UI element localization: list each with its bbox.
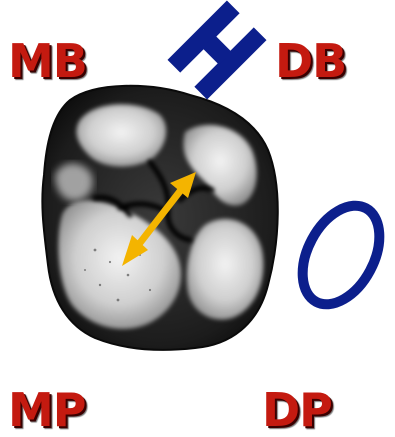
label-mesiopalatal: MP [8, 387, 86, 433]
label-mesiobuccal: MB [8, 38, 87, 84]
oval-ring-icon [287, 193, 395, 318]
label-distopalatal: DP [262, 387, 332, 433]
rotated-h-shape-icon [168, 1, 267, 100]
label-distobuccal: DB [275, 38, 346, 84]
